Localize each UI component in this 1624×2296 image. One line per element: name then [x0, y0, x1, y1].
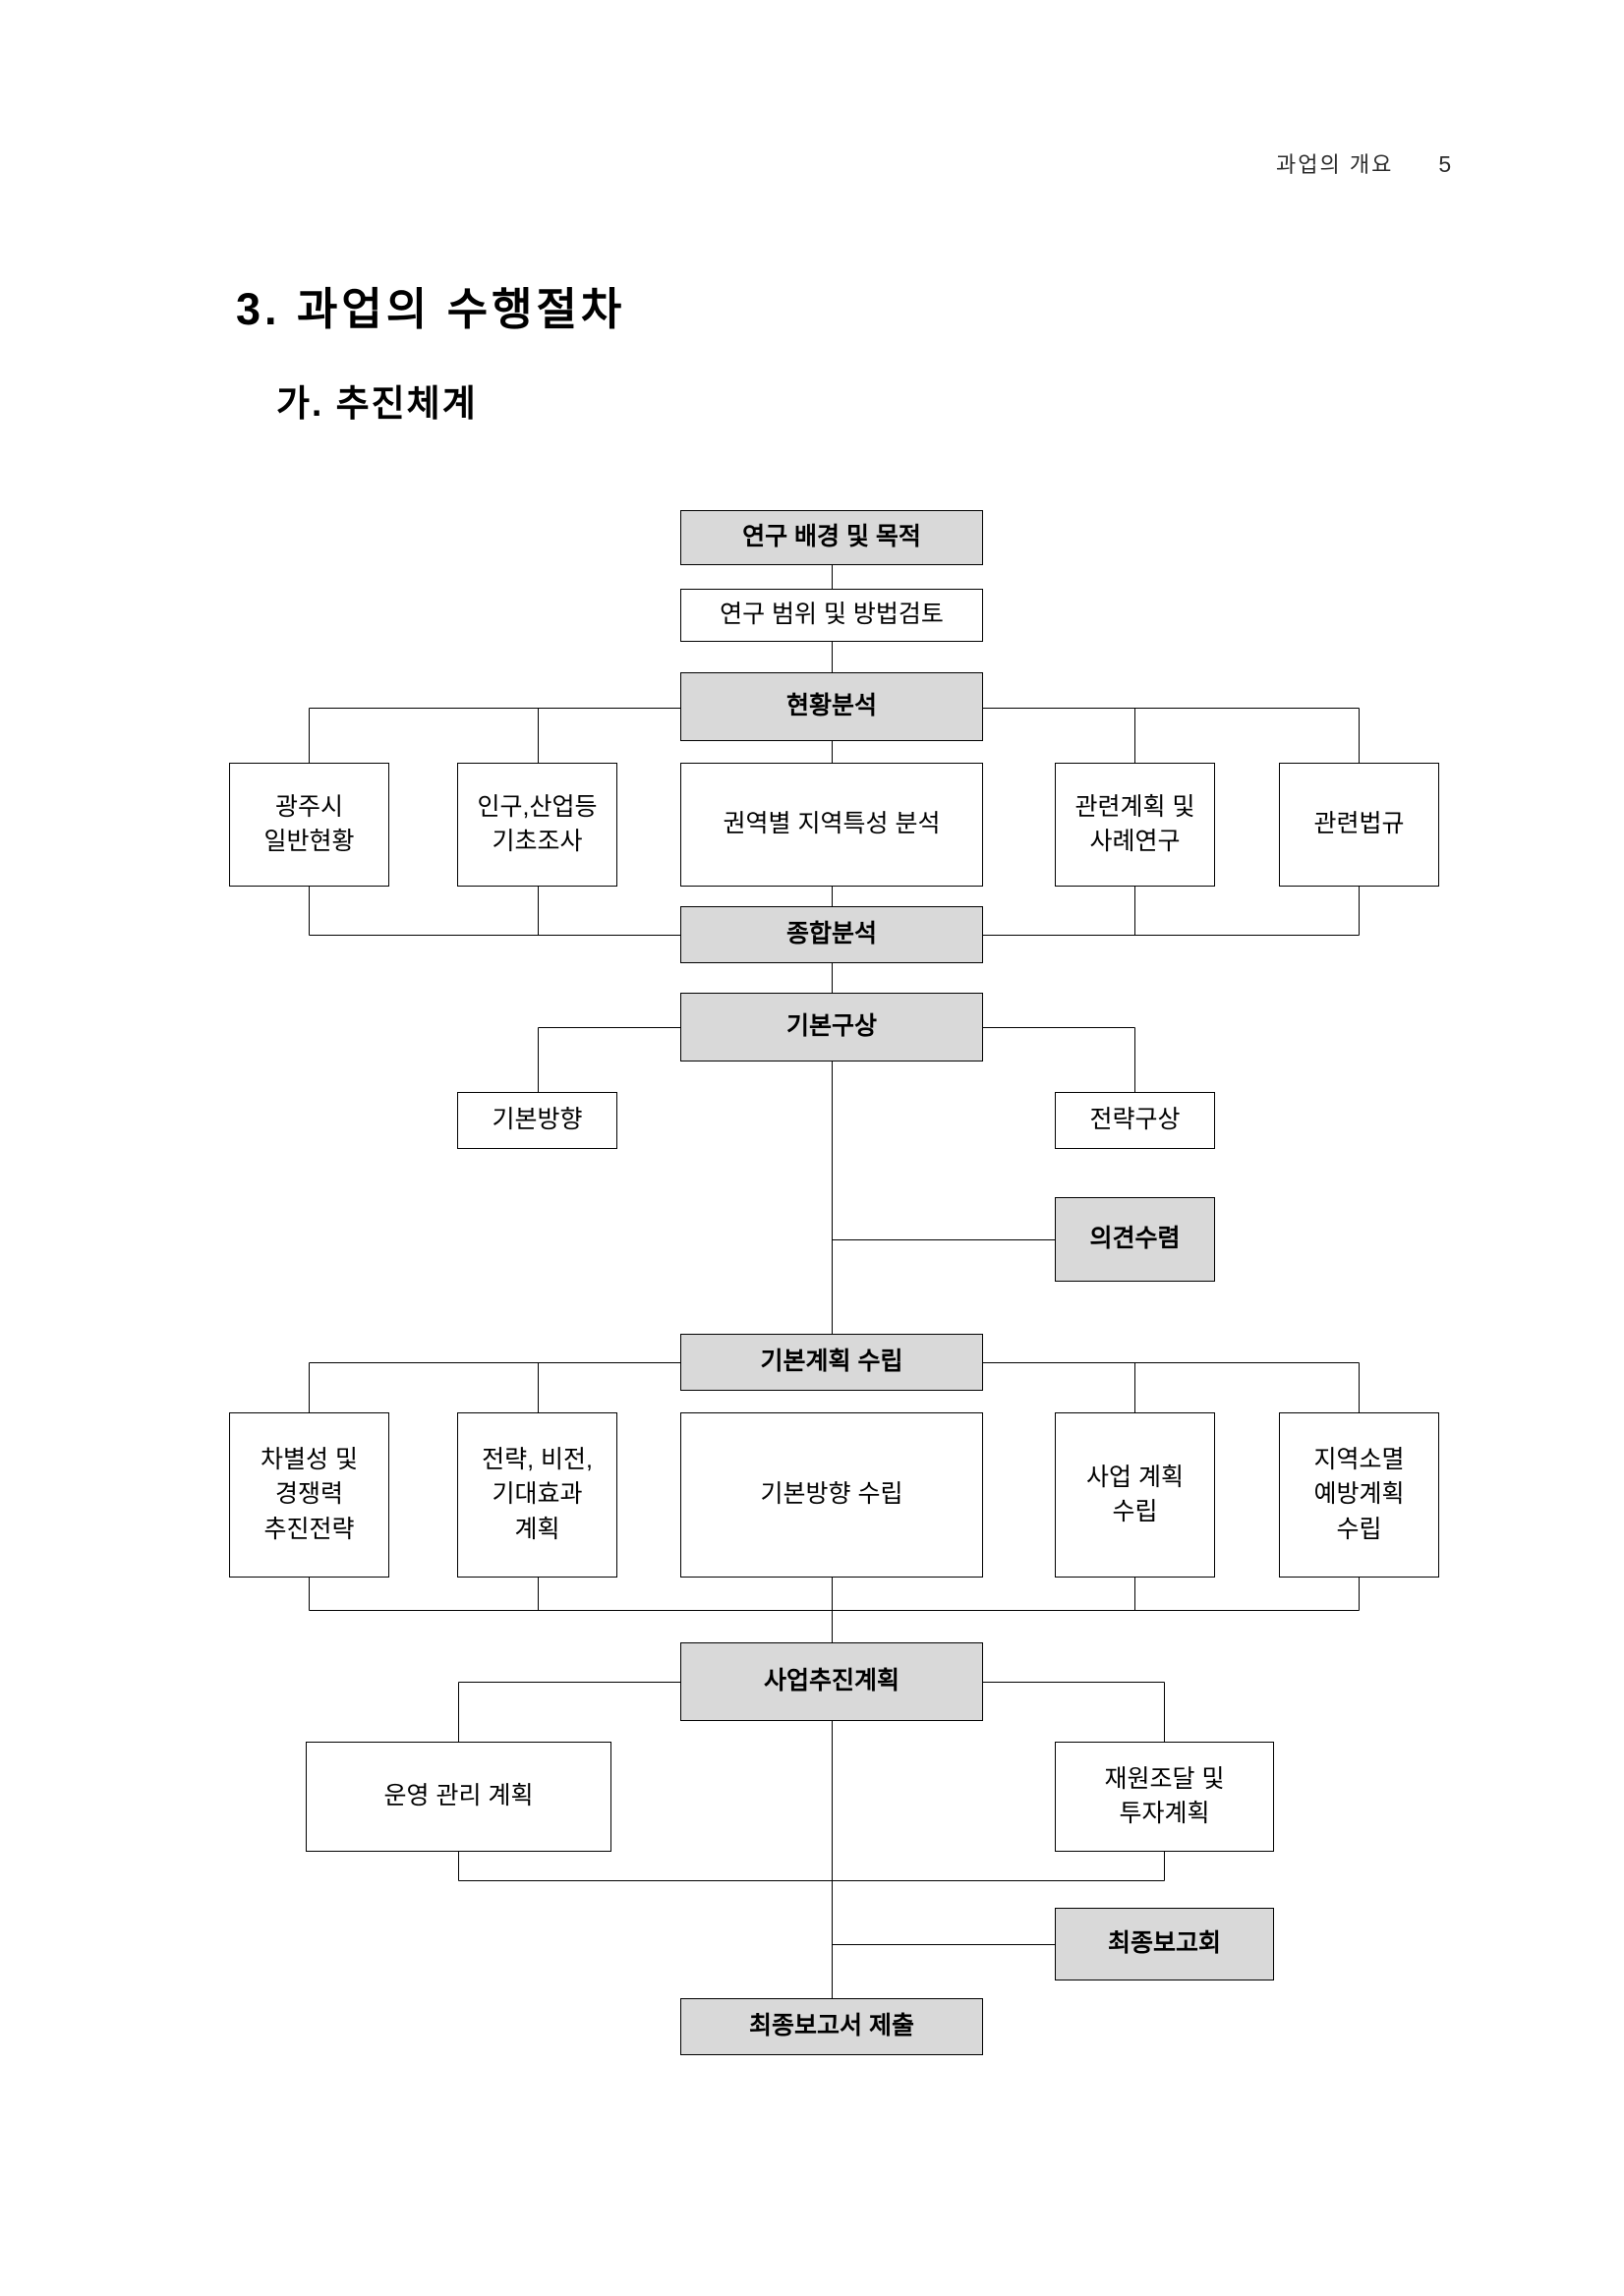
section-subtitle: 가. 추진체계 — [276, 383, 478, 424]
flow-box-master-plan-establishment: 기본계획 수립 — [680, 1334, 983, 1391]
flow-box-related-plans-case-study: 관련계획 및 사례연구 — [1055, 763, 1215, 887]
flow-box-basic-direction: 기본방향 — [457, 1092, 617, 1149]
flow-box-financing-investment-plan: 재원조달 및 투자계획 — [1055, 1742, 1274, 1852]
flow-box-related-laws: 관련법규 — [1279, 763, 1439, 887]
flow-box-research-scope: 연구 범위 및 방법검토 — [680, 589, 983, 642]
flow-box-basic-direction-establishment: 기본방향 수립 — [680, 1412, 983, 1578]
flow-box-population-industry-survey: 인구,산업등 기초조사 — [457, 763, 617, 887]
flow-box-extinction-prevention-plan: 지역소멸 예방계획 수립 — [1279, 1412, 1439, 1578]
flow-box-research-background: 연구 배경 및 목적 — [680, 510, 983, 565]
flow-box-status-analysis: 현황분석 — [680, 672, 983, 741]
flow-box-strategy-concept: 전략구상 — [1055, 1092, 1215, 1149]
page-header: 과업의 개요 5 — [1276, 147, 1451, 179]
flow-box-final-report-submission: 최종보고서 제출 — [680, 1998, 983, 2055]
flow-box-differentiation-strategy: 차별성 및 경쟁력 추진전략 — [229, 1412, 389, 1578]
header-section-label: 과업의 개요 — [1276, 152, 1394, 177]
section-title: 3. 과업의 수행절차 — [236, 284, 626, 334]
page-number: 5 — [1438, 151, 1452, 177]
flow-box-business-plan: 사업 계획 수립 — [1055, 1412, 1215, 1578]
flow-box-project-promotion-plan: 사업추진계획 — [680, 1642, 983, 1721]
flow-box-comprehensive-analysis: 종합분석 — [680, 906, 983, 963]
flow-box-strategy-vision-plan: 전략, 비전, 기대효과 계획 — [457, 1412, 617, 1578]
flow-box-opinion-collection: 의견수렴 — [1055, 1197, 1215, 1282]
flow-box-final-briefing: 최종보고회 — [1055, 1908, 1274, 1980]
flow-box-operation-management-plan: 운영 관리 계획 — [306, 1742, 611, 1852]
flow-box-regional-characteristics: 권역별 지역특성 분석 — [680, 763, 983, 887]
flow-box-gwangju-general-status: 광주시 일반현황 — [229, 763, 389, 887]
flow-box-basic-concept: 기본구상 — [680, 993, 983, 1062]
